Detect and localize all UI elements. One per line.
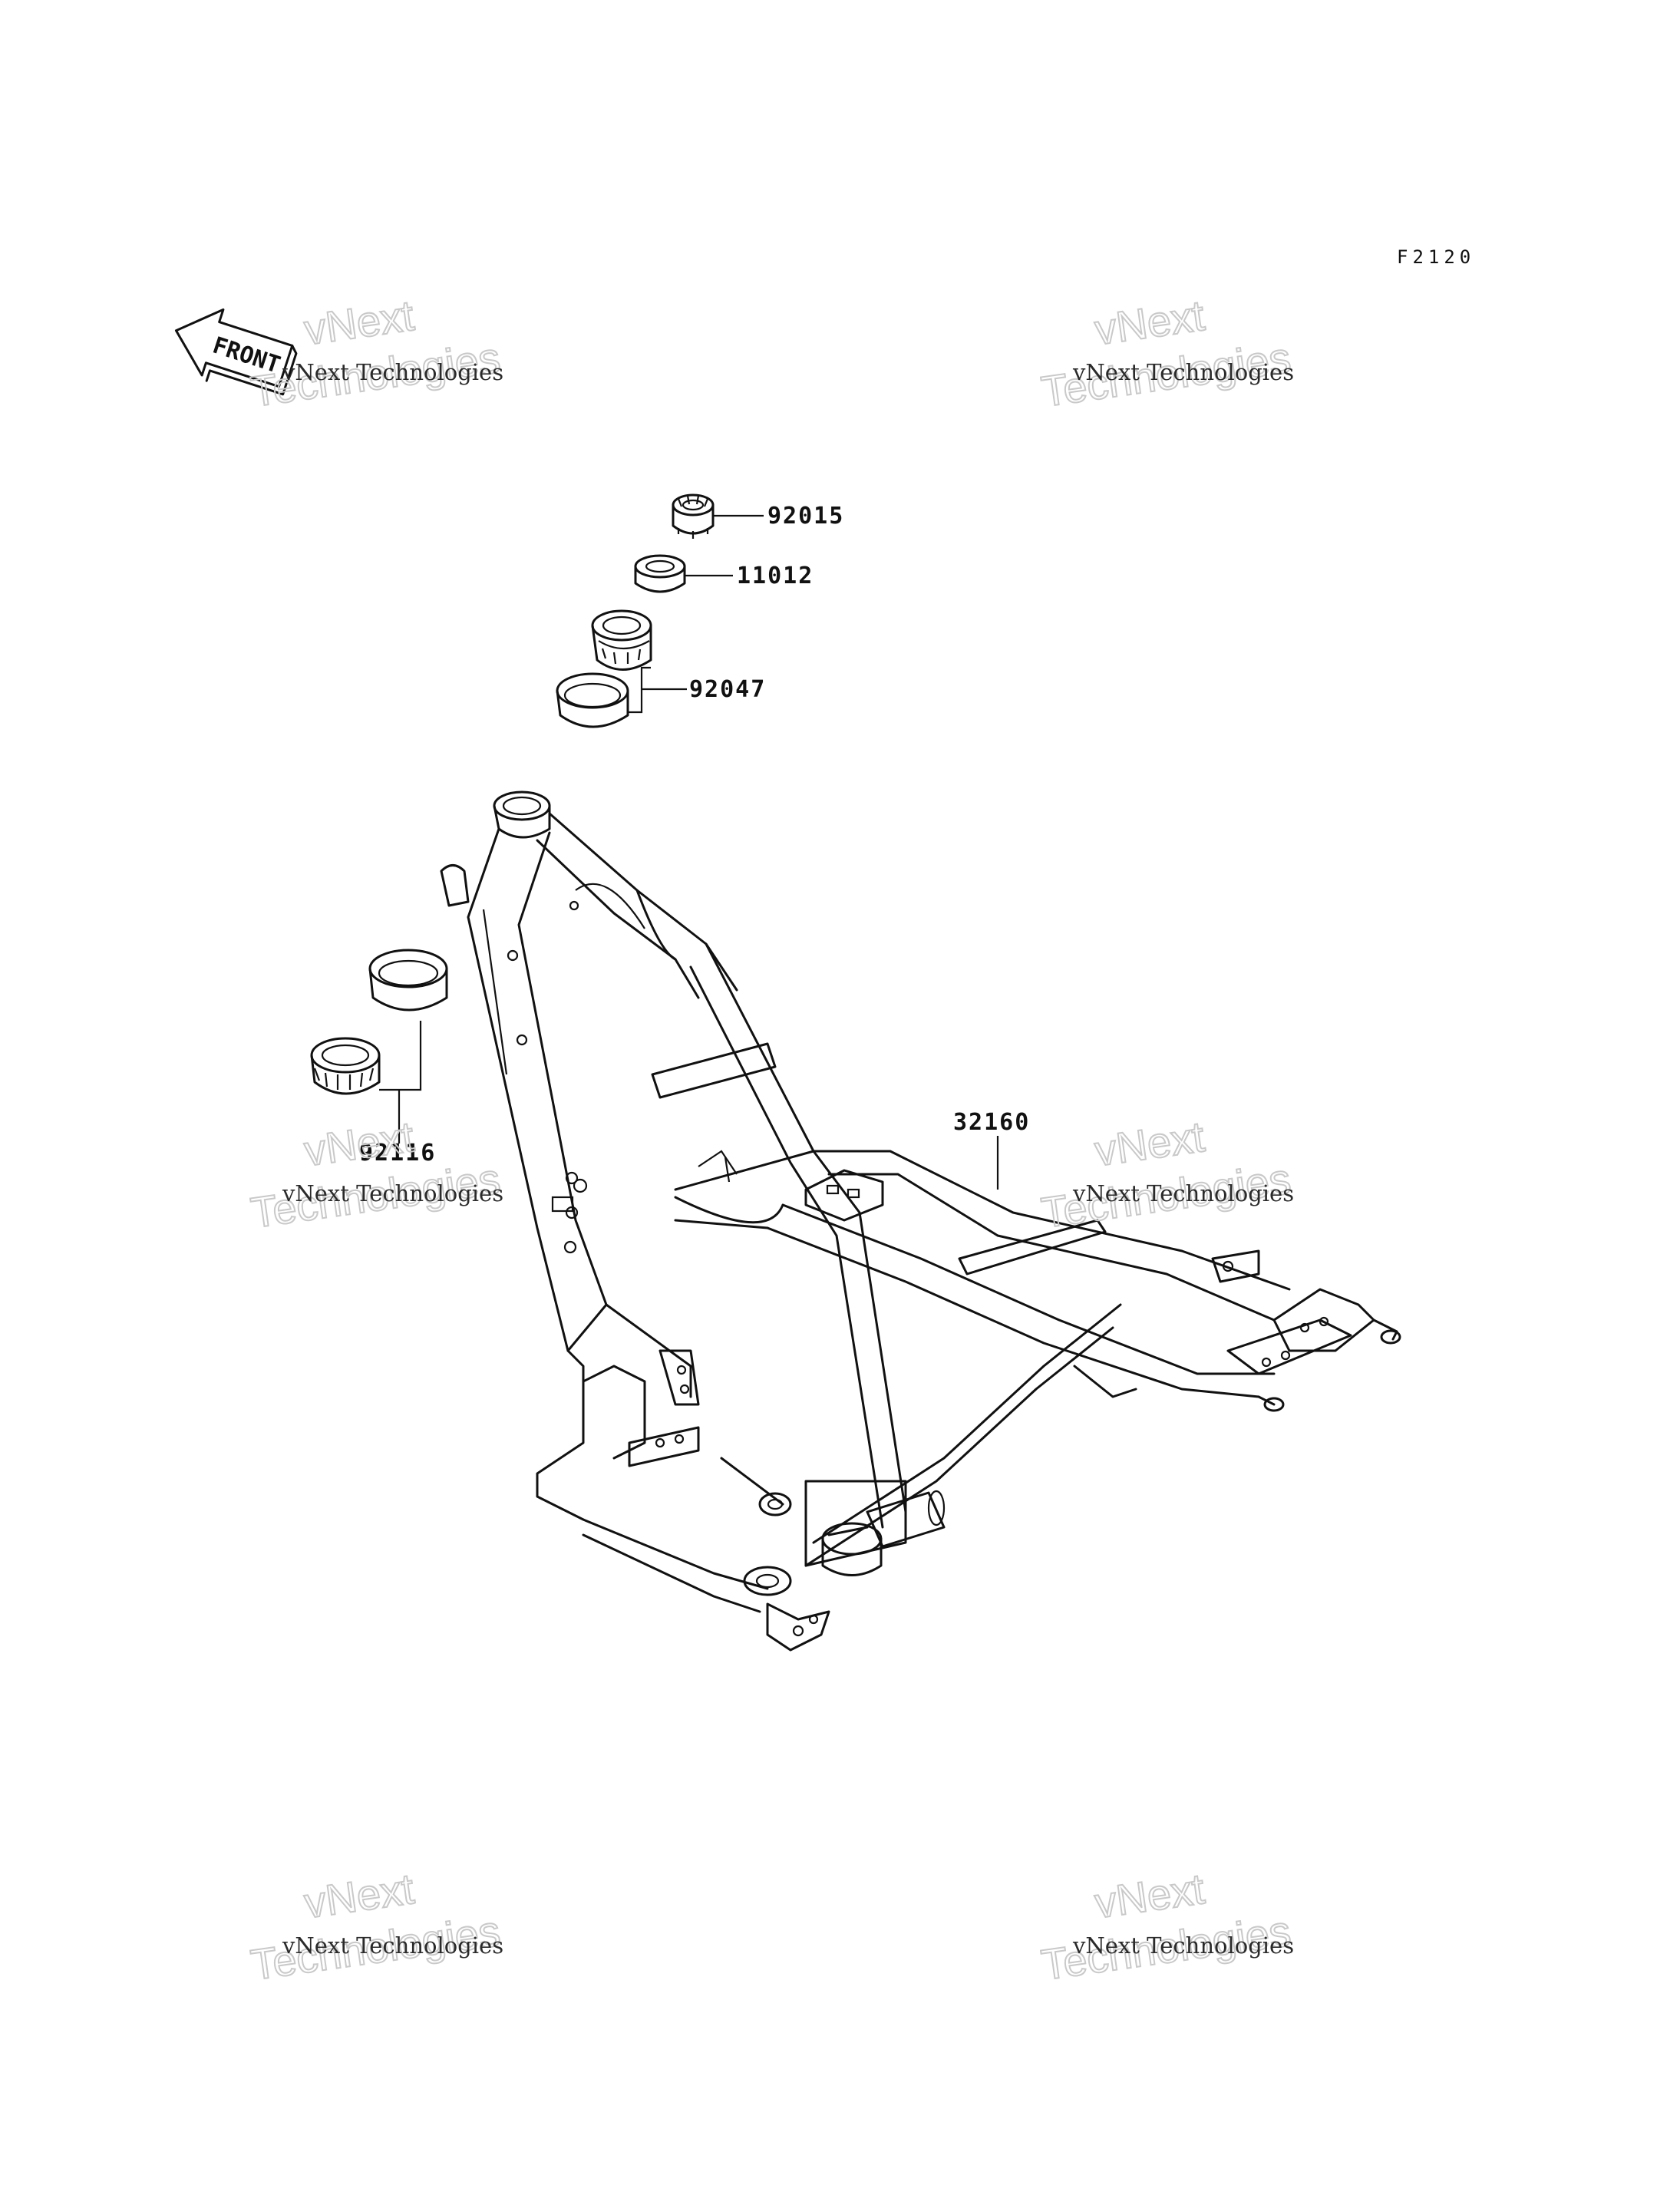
svg-text:vNext Technologies: vNext Technologies [1072, 359, 1294, 385]
figure-code: F2120 [1397, 246, 1475, 268]
part-label-92116: 92116 [359, 1140, 436, 1167]
svg-text:vNext: vNext [1092, 1112, 1208, 1175]
watermark-mid-left: vNext Technologies vNext Technologies [247, 1111, 503, 1238]
watermark-bottom-right: vNext Technologies vNext Technologies [1038, 1863, 1294, 1990]
part-label-11012: 11012 [737, 563, 814, 589]
part-11012-cap [634, 554, 686, 593]
svg-text:vNext: vNext [302, 1864, 418, 1927]
svg-text:vNext Technologies: vNext Technologies [1072, 1932, 1294, 1959]
leader-92047 [628, 666, 687, 714]
svg-text:vNext Technologies: vNext Technologies [282, 1180, 503, 1206]
svg-text:vNext: vNext [1092, 1864, 1208, 1927]
part-label-92015: 92015 [767, 503, 844, 530]
svg-text:vNext Technologies: vNext Technologies [282, 359, 503, 385]
watermark-top-right: vNext Technologies vNext Technologies [1038, 290, 1294, 417]
svg-text:vNext: vNext [302, 291, 418, 354]
svg-text:vNext: vNext [1092, 291, 1208, 354]
part-92047-bearing [591, 609, 652, 671]
watermark-bottom-left: vNext Technologies vNext Technologies [247, 1863, 503, 1990]
watermark-top-left: vNext Technologies vNext Technologies [247, 290, 503, 417]
part-92047-race [556, 672, 629, 728]
leader-92116 [379, 1021, 422, 1144]
svg-text:vNext Technologies: vNext Technologies [1072, 1180, 1294, 1206]
part-label-32160: 32160 [953, 1109, 1030, 1136]
part-32160-frame [440, 790, 1401, 1652]
watermark-mid-right: vNext Technologies vNext Technologies [1038, 1111, 1294, 1238]
svg-text:vNext Technologies: vNext Technologies [282, 1932, 503, 1959]
part-92015-nut [672, 493, 715, 539]
part-92116-bearing [310, 1037, 381, 1095]
part-label-92047: 92047 [689, 676, 766, 703]
part-92116-race [368, 949, 448, 1012]
